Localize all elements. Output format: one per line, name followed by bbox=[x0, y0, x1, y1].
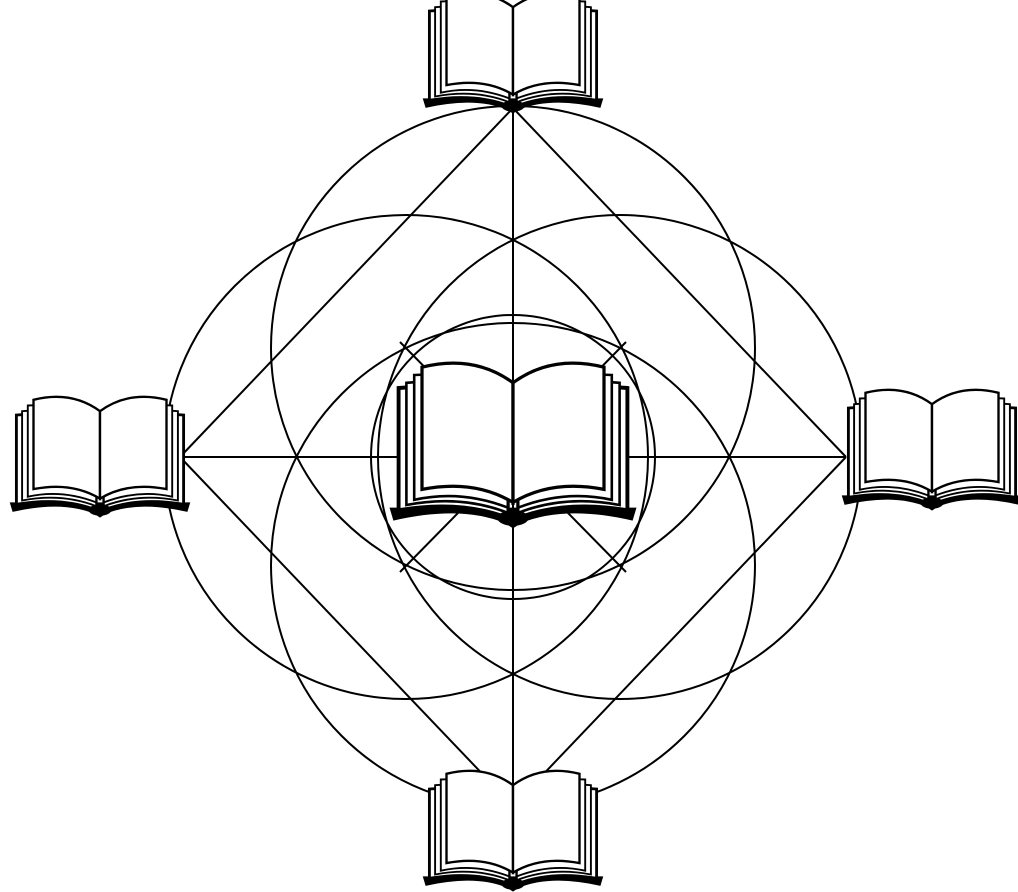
open-book-icon-left bbox=[10, 397, 191, 518]
open-book-icon-bottom bbox=[423, 771, 604, 892]
open-book-icon-right bbox=[842, 390, 1018, 511]
open-book-icon-center bbox=[390, 363, 637, 528]
open-book-icon-top bbox=[423, 0, 604, 114]
